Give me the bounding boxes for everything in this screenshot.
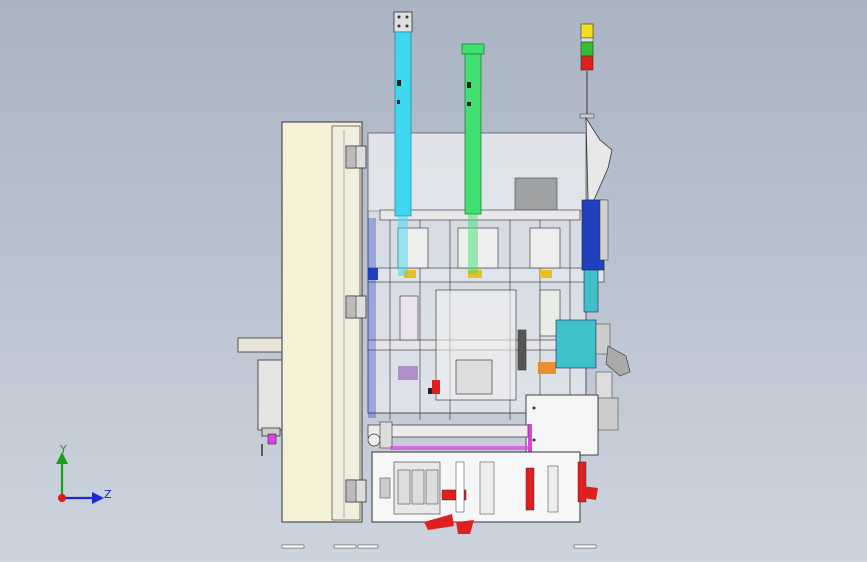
axis-triad: Y Z bbox=[56, 443, 112, 504]
hinge-bottom bbox=[345, 479, 367, 503]
origin-dot bbox=[58, 494, 66, 502]
cyan-cylinder bbox=[393, 11, 413, 276]
hinge-middle bbox=[345, 295, 367, 319]
horizontal-rail bbox=[367, 421, 530, 450]
internal-frame bbox=[367, 209, 605, 420]
green-cylinder bbox=[461, 43, 485, 274]
hinge-top bbox=[345, 145, 367, 169]
side-frame-panel bbox=[281, 121, 363, 523]
right-side-fixtures bbox=[555, 116, 631, 431]
blue-side-blocks bbox=[368, 218, 378, 418]
z-axis-label: Z bbox=[104, 488, 112, 501]
lower-cabinet bbox=[525, 394, 599, 456]
base-plate bbox=[371, 451, 598, 534]
rear-shaft-assembly bbox=[237, 337, 287, 456]
floor-markers bbox=[281, 544, 597, 549]
signal-tower-light bbox=[579, 23, 595, 119]
z-axis-arrow bbox=[92, 492, 104, 504]
y-axis-label: Y bbox=[59, 443, 67, 456]
y-axis-arrow bbox=[56, 452, 68, 464]
